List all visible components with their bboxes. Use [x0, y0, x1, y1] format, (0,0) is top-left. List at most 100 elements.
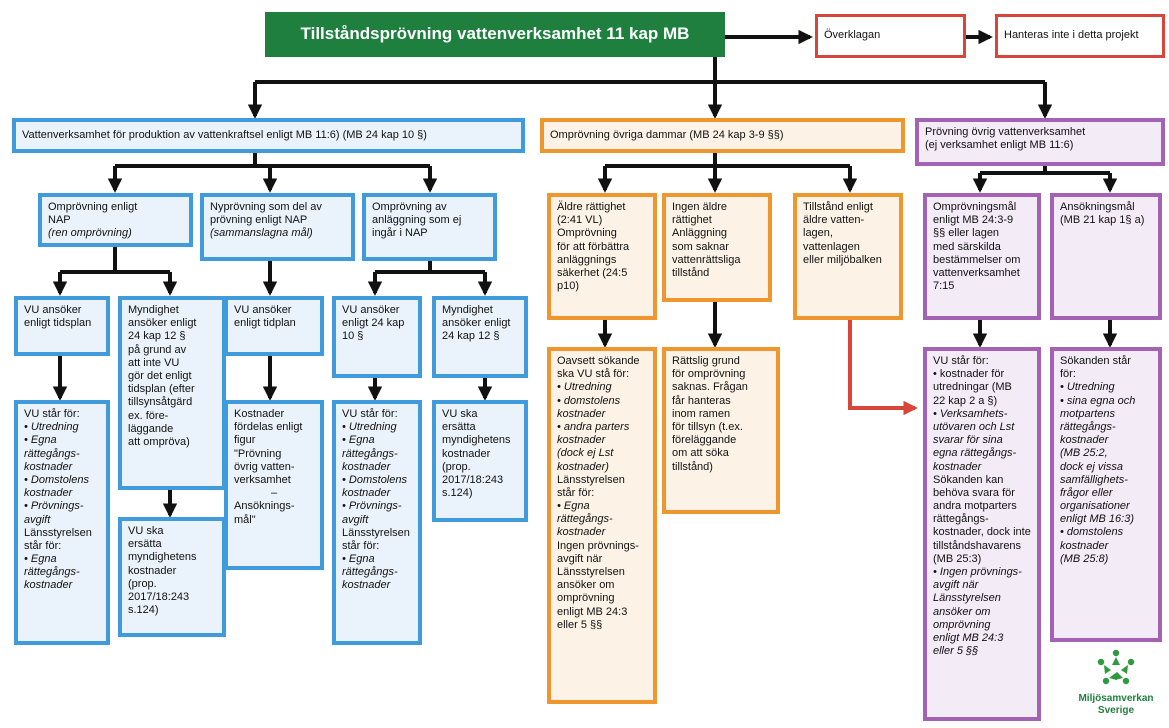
box-text: omprövning — [557, 592, 615, 605]
box-text: "Prövning — [234, 447, 282, 460]
not-handled-box: Hanteras inte i detta projekt — [995, 14, 1165, 58]
box-text: • domstolens — [1060, 526, 1124, 539]
box-text: kostnader — [1060, 434, 1109, 447]
box-text: figur — [234, 434, 256, 447]
hydro-new-exam-nap: Nyprövning som del av prövning enligt NA… — [200, 193, 355, 261]
box-text: eller miljöbalken — [803, 253, 882, 266]
box-text: kostnader — [557, 407, 606, 420]
hydro-reexam-outside-nap: Omprövning av anläggning som ej ingår i … — [362, 193, 497, 261]
box-text: enligt 24 kap — [342, 317, 405, 330]
other-application-case: Ansökningsmål (MB 21 kap 1§ a) — [1050, 193, 1162, 320]
box-text: ansöker enligt — [442, 317, 511, 330]
category-hydropower-text: Vattenverksamhet för produktion av vatte… — [22, 128, 427, 141]
box-text: Anläggning — [672, 227, 728, 240]
hydro-costs-vu-c: VU står för: • Utredning • Egna rättegån… — [332, 400, 422, 645]
box-text: Omprövning enligt — [48, 201, 138, 213]
box-text: tillstånd) — [672, 460, 713, 473]
box-text: kostnader — [24, 460, 73, 473]
box-text: rättegångs- — [1060, 420, 1116, 433]
box-text: Ingen äldre — [672, 201, 728, 213]
box-text: • andra parters — [557, 420, 630, 433]
box-text: behöva svara för — [933, 486, 1015, 499]
box-text: • kostnader för — [933, 368, 1005, 381]
box-text: VU står för: — [24, 408, 80, 420]
box-text: Omprövning av — [372, 201, 447, 213]
box-text: Sökanden står — [1060, 355, 1131, 367]
other-reexam-case: Omprövningsmål enligt MB 24:3-9 §§ eller… — [923, 193, 1041, 320]
box-text: inom ramen — [672, 407, 731, 420]
dams-old-right: Äldre rättighet (2:41 VL) Omprövning för… — [547, 193, 657, 320]
appeal-text: Överklagan — [824, 29, 881, 42]
box-text: kostnader — [342, 460, 391, 473]
box-text: VU står för: — [933, 355, 989, 367]
hydro-reexam-nap: Omprövning enligt NAP (ren omprövning) — [38, 193, 193, 247]
category-dams-text: Omprövning övriga dammar (MB 24 kap 3-9 … — [550, 128, 784, 141]
box-text: eller 5 §§ — [557, 618, 603, 631]
box-text: NAP — [48, 214, 71, 227]
hydro-vu-compensates-c: VU ska ersätta myndighetens kostnader (p… — [432, 400, 528, 522]
box-text: om att söka — [672, 447, 729, 460]
other-costs-vu: VU står för: • kostnader för utredningar… — [923, 347, 1041, 721]
box-text: rättegångs- — [24, 447, 80, 460]
box-text: på grund av — [128, 343, 187, 356]
hydro-vu-applies-timeplan: VU ansöker enligt tidplan — [224, 296, 324, 356]
box-text: s.124) — [442, 487, 473, 500]
box-text: ingår i NAP — [372, 227, 428, 240]
box-text: kostnader) — [557, 460, 609, 473]
box-text: Länsstyrelsen — [557, 566, 625, 578]
box-text: Nyprövning som del av — [210, 201, 322, 213]
box-text: ersätta — [442, 421, 476, 434]
box-text: kostnader — [342, 487, 391, 500]
box-text: organisationer — [1060, 500, 1130, 513]
box-text: tidsplan (efter — [128, 383, 195, 396]
box-text: • Egna — [557, 500, 590, 513]
box-text: gör det enligt — [128, 369, 192, 382]
box-text: rättegångs- — [342, 447, 398, 460]
box-text: • Verksamhets- — [933, 407, 1008, 420]
box-text: • sina egna och — [1060, 394, 1136, 407]
box-text: kostnader — [24, 487, 73, 500]
box-text: kostnader — [557, 434, 606, 447]
box-text: mål" — [234, 513, 256, 526]
box-text: verksamhet — [234, 473, 291, 486]
box-text: säkerhet (24:5 — [557, 266, 628, 279]
box-text: 22 kap 2 a §) — [933, 394, 998, 407]
dams-no-legal-ground: Rättslig grund för omprövning saknas. Fr… — [662, 347, 780, 514]
box-text: Ansöknings- — [234, 500, 295, 513]
box-text: för omprövning — [672, 368, 746, 381]
box-text: • Egna — [24, 434, 57, 447]
box-text: tillståndshavarens — [933, 539, 1022, 552]
box-text: 2017/18:243 — [128, 590, 190, 603]
box-text: Länsstyrelsen — [557, 473, 625, 486]
box-text: Ingen prövnings- — [557, 539, 639, 552]
box-text: ska VU stå för: — [557, 368, 630, 381]
box-text: • Domstolens — [342, 473, 407, 486]
people-circle-icon — [1097, 649, 1135, 685]
box-text: (MB 25:8) — [1060, 552, 1109, 565]
box-text: övrig vatten- — [234, 460, 295, 473]
box-text: • Utredning — [24, 421, 79, 434]
box-text: omprövning — [933, 618, 991, 631]
box-text: Myndighet — [442, 304, 493, 316]
box-text: (2:41 VL) — [557, 214, 603, 227]
box-text: Tillstånd enligt — [803, 201, 873, 213]
main-title: Tillståndsprövning vattenverksamhet 11 k… — [265, 12, 725, 57]
dams-costs: Oavsett sökande ska VU stå för: • Utredn… — [547, 347, 657, 704]
box-text: Länsstyrelsen — [933, 592, 1001, 605]
box-text: • Domstolens — [24, 473, 89, 486]
box-text: VU ska — [442, 408, 478, 420]
hydro-authority-applies-24-12: Myndighet ansöker enligt 24 kap 12 § — [432, 296, 528, 378]
box-text: kostnader — [1060, 539, 1109, 552]
logo-line: Sverige — [1097, 704, 1135, 716]
box-text: 24 kap 12 § — [442, 330, 500, 343]
hydro-vu-compensates-a: VU ska ersätta myndighetens kostnader (p… — [118, 517, 226, 637]
box-text: utredningar (MB — [933, 381, 1012, 394]
box-text: att inte VU — [128, 356, 180, 369]
category-other-line: (ej verksamhet enligt MB 11:6) — [925, 139, 1074, 152]
box-text: frågor eller — [1060, 486, 1113, 499]
box-text: rättegångs- — [24, 566, 80, 579]
box-text: ersätta — [128, 538, 162, 551]
dams-permit: Tillstånd enligt äldre vatten- lagen, va… — [793, 193, 903, 320]
box-text: VU ansöker — [234, 304, 292, 316]
box-text: rättegångs- — [557, 513, 613, 526]
